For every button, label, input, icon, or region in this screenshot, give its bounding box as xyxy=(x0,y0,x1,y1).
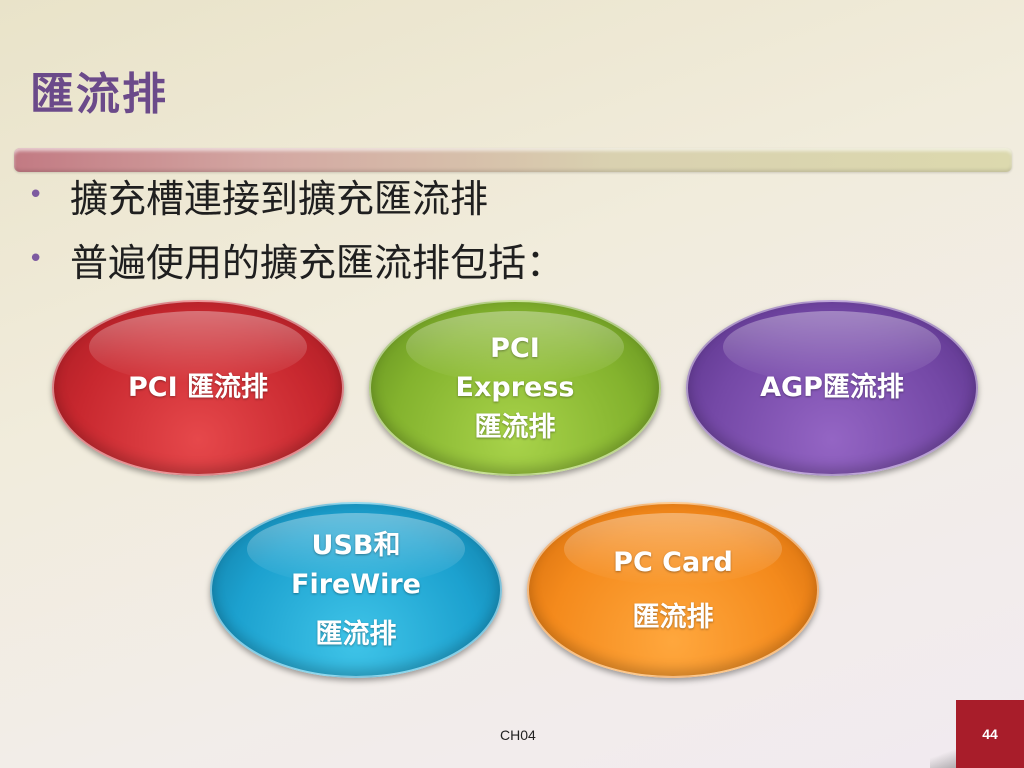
oval-label: PCI 匯流排 xyxy=(127,372,269,404)
usb-firewire-bus-oval: USB和 FireWire 匯流排 xyxy=(210,502,502,678)
bullet-dot-icon: • xyxy=(28,244,44,274)
bullet-text: 普遍使用的擴充匯流排包括： xyxy=(70,240,565,285)
slide-title: 匯流排 xyxy=(30,69,168,120)
oval-label: Express xyxy=(455,372,575,404)
bullet-item: • 普遍使用的擴充匯流排包括： xyxy=(28,227,564,291)
oval-label: FireWire xyxy=(291,569,421,601)
corner-decoration xyxy=(930,744,960,768)
oval-label: 匯流排 xyxy=(474,411,556,443)
oval-label: 匯流排 xyxy=(632,602,714,633)
title-divider xyxy=(14,148,1012,172)
oval-label: AGP匯流排 xyxy=(760,372,904,404)
footer-chapter: CH04 xyxy=(500,727,536,743)
bullet-dot-icon: • xyxy=(28,180,44,210)
pci-express-bus-oval: PCI Express 匯流排 xyxy=(369,300,661,476)
agp-bus-oval: AGP匯流排 xyxy=(686,300,978,476)
oval-label: USB和 xyxy=(311,530,401,562)
bullet-text: 擴充槽連接到擴充匯流排 xyxy=(70,176,489,221)
bullet-item: • 擴充槽連接到擴充匯流排 xyxy=(28,163,564,227)
pc-card-bus-oval: PC Card 匯流排 xyxy=(527,502,819,678)
oval-label: PC Card xyxy=(613,546,733,578)
oval-label: PCI xyxy=(490,333,540,365)
bullet-list: • 擴充槽連接到擴充匯流排 • 普遍使用的擴充匯流排包括： xyxy=(28,163,564,291)
pci-bus-oval: PCI 匯流排 xyxy=(52,300,344,476)
oval-label: 匯流排 xyxy=(315,618,397,650)
page-number: 44 xyxy=(956,700,1024,768)
